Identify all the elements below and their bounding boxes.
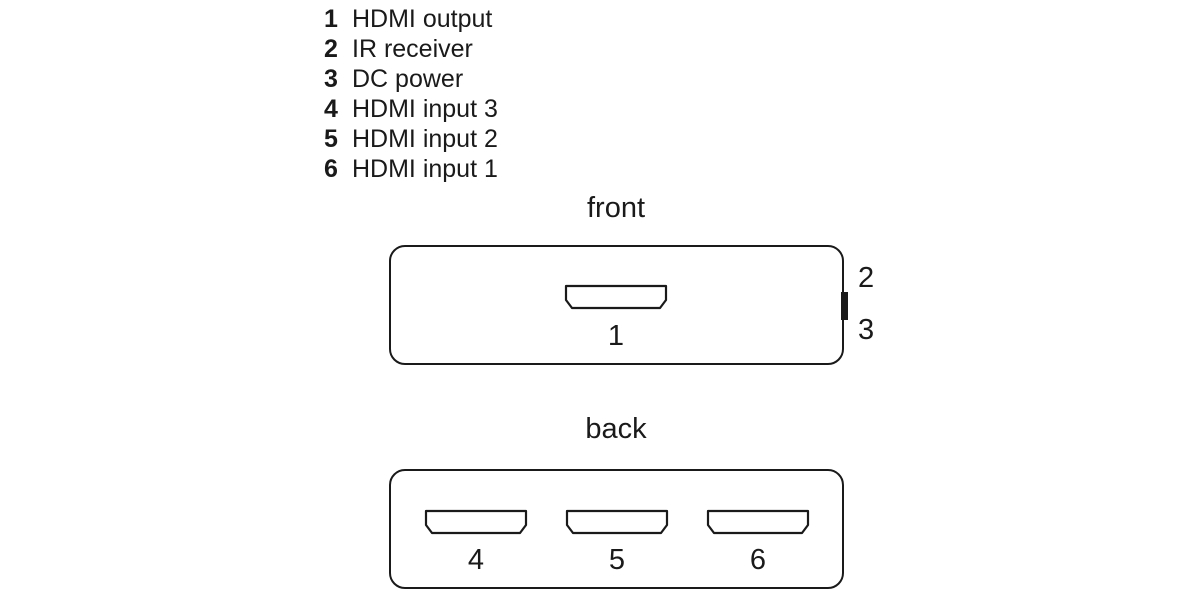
front-view-title: front [586, 192, 646, 224]
legend-label: HDMI input 2 [352, 125, 498, 153]
hdmi-input-port-icon [706, 509, 810, 535]
side-callout-label: 2 [858, 262, 875, 294]
legend-item: 3 DC power [324, 64, 498, 94]
legend-item: 6 HDMI input 1 [324, 154, 498, 184]
legend-label: HDMI input 1 [352, 155, 498, 183]
legend-label: HDMI input 3 [352, 95, 498, 123]
side-callout-label: 3 [858, 314, 875, 346]
legend-item: 1 HDMI output [324, 4, 498, 34]
legend-number: 6 [324, 155, 338, 183]
back-port-label: 6 [749, 544, 767, 576]
back-view-title: back [585, 413, 647, 445]
legend-number: 5 [324, 125, 338, 153]
back-panel [389, 469, 844, 589]
legend-number: 3 [324, 65, 338, 93]
hdmi-input-port-icon [424, 509, 528, 535]
legend-item: 2 IR receiver [324, 34, 498, 64]
legend-label: DC power [352, 65, 464, 93]
hdmi-output-port-icon [564, 284, 668, 310]
back-port-label: 5 [608, 544, 626, 576]
legend-label: HDMI output [352, 5, 493, 33]
legend-number: 4 [324, 95, 338, 123]
legend-number: 1 [324, 5, 338, 33]
front-panel [389, 245, 844, 365]
front-port-label: 1 [607, 320, 625, 352]
back-port-label: 4 [467, 544, 485, 576]
ir-receiver-dc-power-side-connector [841, 292, 848, 320]
legend-item: 5 HDMI input 2 [324, 124, 498, 154]
legend-item: 4 HDMI input 3 [324, 94, 498, 124]
hdmi-input-port-icon [565, 509, 669, 535]
legend-number: 2 [324, 35, 338, 63]
legend-label: IR receiver [352, 35, 473, 63]
